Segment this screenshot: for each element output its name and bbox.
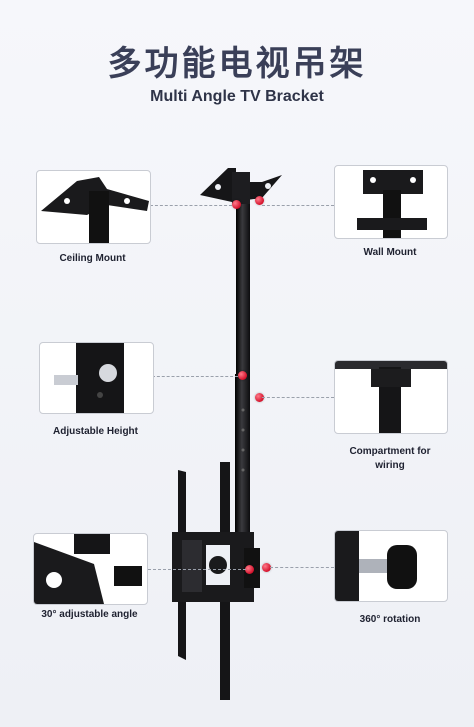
leader-line-angle [148,569,246,570]
adjustable-height-marker [238,371,247,380]
wiring-compartment-label: Compartment for wiring [349,446,431,471]
wall-mount-marker [255,196,264,205]
wiring-compartment-thumbnail [334,360,448,434]
leader-line-wiring [262,397,334,398]
adjustable-angle-thumbnail [33,533,148,605]
wall-mount-thumbnail [334,165,448,239]
adjustable-height-thumbnail [39,342,154,414]
leader-line-ceiling [150,205,232,206]
tv-mount-arms-shape [172,462,260,700]
ceiling-plate-shape [200,168,282,204]
rotation-label: 360° rotation [359,614,421,625]
ceiling-mount-marker [232,200,241,209]
leader-line-wall [262,205,334,206]
rotation-marker [262,563,271,572]
wall-mount-label: Wall Mount [363,247,417,258]
leader-line-height [152,376,238,377]
wiring-compartment-marker [255,393,264,402]
rotation-thumbnail [334,530,448,602]
page-title-chinese: 多功能电视吊架 [107,44,367,84]
page-subtitle: Multi Angle TV Bracket [150,88,324,105]
leader-line-rotation [270,567,334,568]
adjustable-height-label: Adjustable Height [52,426,138,437]
angle-marker [245,565,254,574]
adjustable-angle-label: 30° adjustable angle [41,609,138,620]
ceiling-mount-thumbnail [36,170,151,244]
ceiling-mount-label: Ceiling Mount [59,253,126,264]
